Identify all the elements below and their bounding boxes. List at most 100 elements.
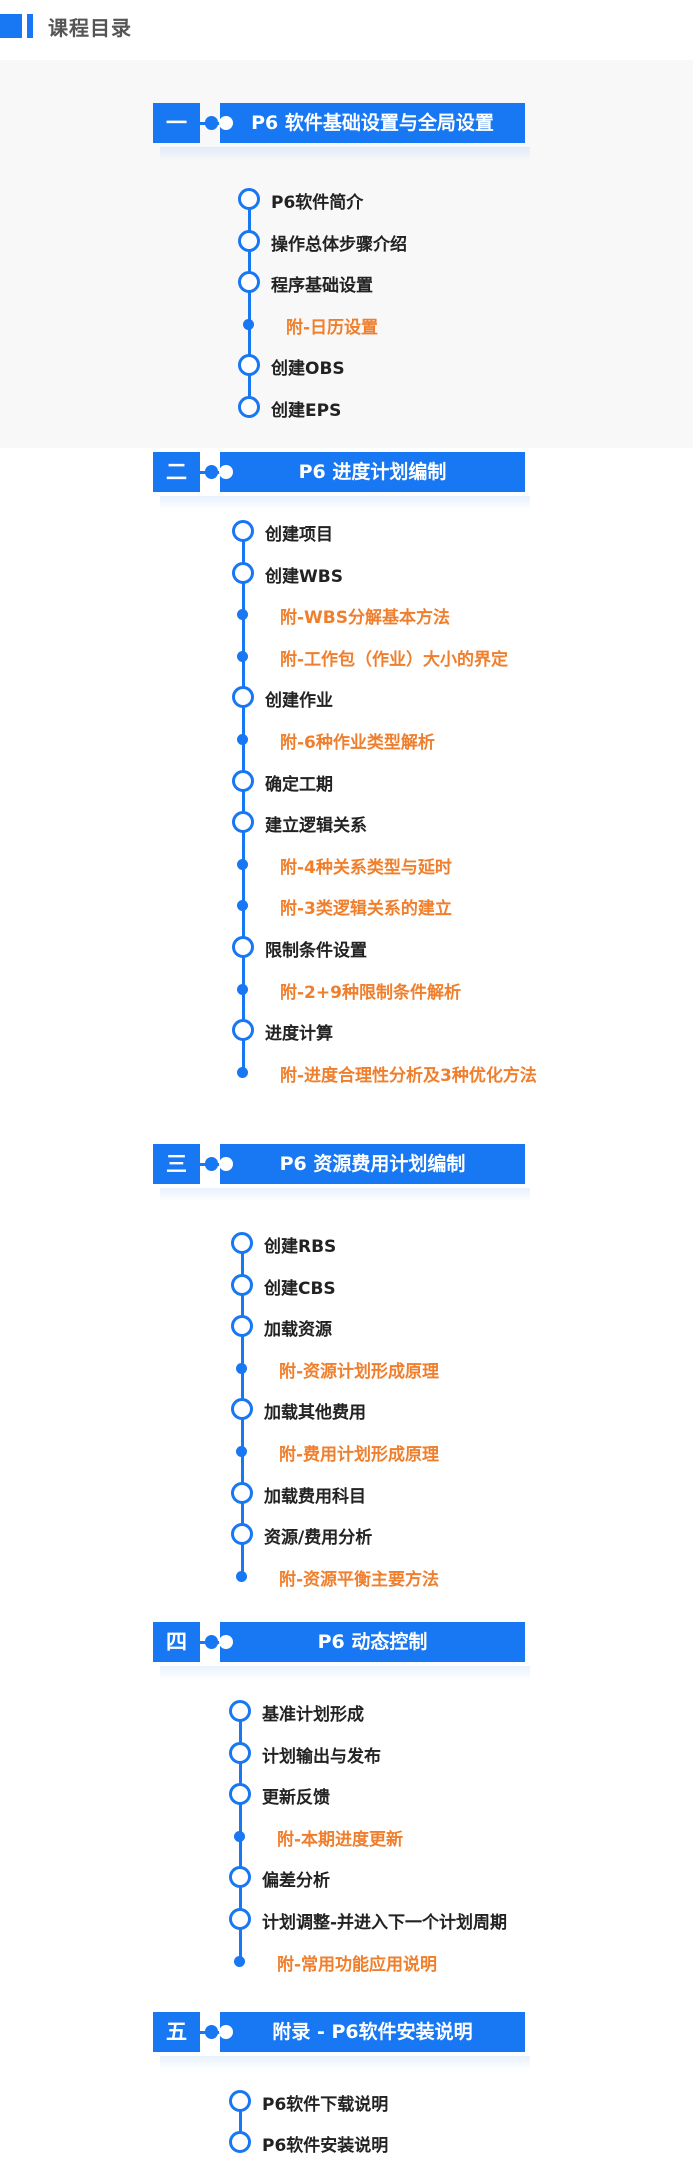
item-label: 加载资源 bbox=[264, 1320, 332, 1341]
item-label: P6软件简介 bbox=[271, 193, 364, 213]
timeline-rail bbox=[248, 199, 251, 407]
hollow-circle-icon bbox=[231, 1232, 253, 1254]
item-label: 建立逻辑关系 bbox=[265, 816, 367, 837]
item-label: 限制条件设置 bbox=[265, 941, 367, 961]
subitem-label: 附-费用计划形成原理 bbox=[279, 1445, 440, 1465]
header-dot-icon bbox=[219, 465, 233, 479]
timeline-rail bbox=[239, 2101, 242, 2142]
header-shadow bbox=[160, 1666, 530, 1680]
filled-dot-icon bbox=[243, 318, 254, 330]
item-label: 操作总体步骤介绍 bbox=[271, 234, 407, 255]
hollow-circle-icon bbox=[238, 271, 260, 293]
hollow-circle-icon bbox=[229, 1783, 251, 1806]
section-title[interactable]: 附录 - P6软件安装说明 bbox=[220, 2012, 525, 2052]
subitem-label: 附-进度合理性分析及3种优化方法 bbox=[280, 1065, 537, 1086]
filled-dot-icon bbox=[236, 1362, 247, 1374]
header-dot-icon bbox=[219, 2025, 233, 2039]
header-connector-knob bbox=[205, 2025, 218, 2039]
item-label: 创建项目 bbox=[265, 525, 333, 545]
hollow-circle-icon bbox=[229, 1908, 251, 1930]
section-title[interactable]: P6 动态控制 bbox=[220, 1622, 525, 1662]
filled-dot-icon bbox=[237, 858, 248, 870]
section-number: 五 bbox=[153, 2012, 200, 2052]
page-title: 课程目录 bbox=[48, 16, 132, 40]
hollow-circle-icon bbox=[229, 1741, 251, 1764]
filled-dot-icon bbox=[236, 1570, 247, 1582]
item-label: P6软件下载说明 bbox=[262, 2095, 389, 2115]
header-connector-knob bbox=[205, 1157, 218, 1171]
item-label: 进度计算 bbox=[265, 1024, 333, 1045]
item-label: P6软件安装说明 bbox=[262, 2136, 389, 2156]
section-title[interactable]: P6 进度计划编制 bbox=[220, 452, 525, 492]
filled-dot-icon bbox=[237, 900, 248, 912]
item-label: 计划输出与发布 bbox=[262, 1746, 381, 1767]
title-accent-bar bbox=[27, 14, 33, 38]
filled-dot-icon bbox=[237, 609, 248, 621]
item-label: 基准计划形成 bbox=[262, 1705, 364, 1725]
hollow-circle-icon bbox=[229, 2090, 251, 2112]
header-connector-knob bbox=[205, 465, 218, 479]
hollow-circle-icon bbox=[238, 395, 260, 418]
item-label: 计划调整-并进入下一个计划周期 bbox=[262, 1913, 508, 1933]
item-label: 创建OBS bbox=[271, 359, 345, 379]
item-label: 加载其他费用 bbox=[264, 1403, 366, 1424]
header-shadow bbox=[160, 147, 530, 161]
header-dot-icon bbox=[219, 116, 233, 130]
header-dot-icon bbox=[219, 1635, 233, 1649]
hollow-circle-icon bbox=[238, 188, 260, 210]
section-number: 一 bbox=[153, 103, 200, 143]
filled-dot-icon bbox=[234, 1830, 245, 1842]
filled-dot-icon bbox=[237, 983, 248, 995]
catalog-title-bar: 课程目录 bbox=[0, 0, 693, 48]
hollow-circle-icon bbox=[229, 1866, 251, 1889]
subitem-label: 附-资源计划形成原理 bbox=[279, 1361, 440, 1382]
item-label: 更新反馈 bbox=[262, 1788, 330, 1809]
filled-dot-icon bbox=[234, 1955, 245, 1967]
hollow-circle-icon bbox=[238, 229, 260, 252]
hollow-circle-icon bbox=[232, 520, 254, 542]
subitem-label: 附-资源平衡主要方法 bbox=[279, 1569, 440, 1590]
hollow-circle-icon bbox=[232, 686, 254, 709]
filled-dot-icon bbox=[237, 650, 248, 662]
header-shadow bbox=[160, 2056, 530, 2070]
section-title[interactable]: P6 资源费用计划编制 bbox=[220, 1144, 525, 1184]
item-label: 加载费用科目 bbox=[264, 1486, 366, 1507]
timeline-rail bbox=[242, 531, 245, 1072]
subitem-label: 附-本期进度更新 bbox=[277, 1829, 404, 1850]
item-label: 创建RBS bbox=[264, 1237, 337, 1257]
item-label: 程序基础设置 bbox=[271, 276, 373, 296]
subitem-label: 附-常用功能应用说明 bbox=[277, 1954, 438, 1975]
item-label: 创建作业 bbox=[265, 691, 333, 712]
section-number: 三 bbox=[153, 1144, 200, 1184]
subitem-label: 附-4种关系类型与延时 bbox=[280, 857, 452, 878]
header-shadow bbox=[160, 1188, 530, 1202]
hollow-circle-icon bbox=[238, 354, 260, 376]
item-label: 资源/费用分析 bbox=[264, 1528, 373, 1549]
item-label: 偏差分析 bbox=[262, 1871, 330, 1892]
item-label: 创建WBS bbox=[265, 566, 343, 587]
item-label: 确定工期 bbox=[265, 774, 333, 795]
subitem-label: 附-3类逻辑关系的建立 bbox=[280, 899, 452, 920]
subitem-label: 附-WBS分解基本方法 bbox=[280, 608, 451, 629]
subitem-label: 附-2+9种限制条件解析 bbox=[280, 982, 461, 1003]
filled-dot-icon bbox=[236, 1446, 247, 1457]
subitem-label: 附-工作包（作业）大小的界定 bbox=[280, 649, 509, 670]
hollow-circle-icon bbox=[231, 1523, 253, 1546]
subitem-label: 附-6种作业类型解析 bbox=[280, 733, 435, 753]
hollow-circle-icon bbox=[229, 2131, 251, 2153]
hollow-circle-icon bbox=[231, 1398, 253, 1421]
hollow-circle-icon bbox=[232, 1019, 254, 1042]
section-title[interactable]: P6 软件基础设置与全局设置 bbox=[220, 103, 525, 143]
hollow-circle-icon bbox=[231, 1273, 253, 1296]
hollow-circle-icon bbox=[232, 811, 254, 834]
hollow-circle-icon bbox=[232, 769, 254, 792]
item-label: 创建CBS bbox=[264, 1278, 336, 1299]
hollow-circle-icon bbox=[229, 1700, 251, 1722]
subitem-label: 附-日历设置 bbox=[286, 317, 379, 338]
filled-dot-icon bbox=[237, 1066, 248, 1078]
header-dot-icon bbox=[219, 1157, 233, 1171]
hollow-circle-icon bbox=[231, 1481, 253, 1504]
section-number: 四 bbox=[153, 1622, 200, 1662]
item-label: 创建EPS bbox=[271, 400, 342, 421]
filled-dot-icon bbox=[237, 734, 248, 745]
